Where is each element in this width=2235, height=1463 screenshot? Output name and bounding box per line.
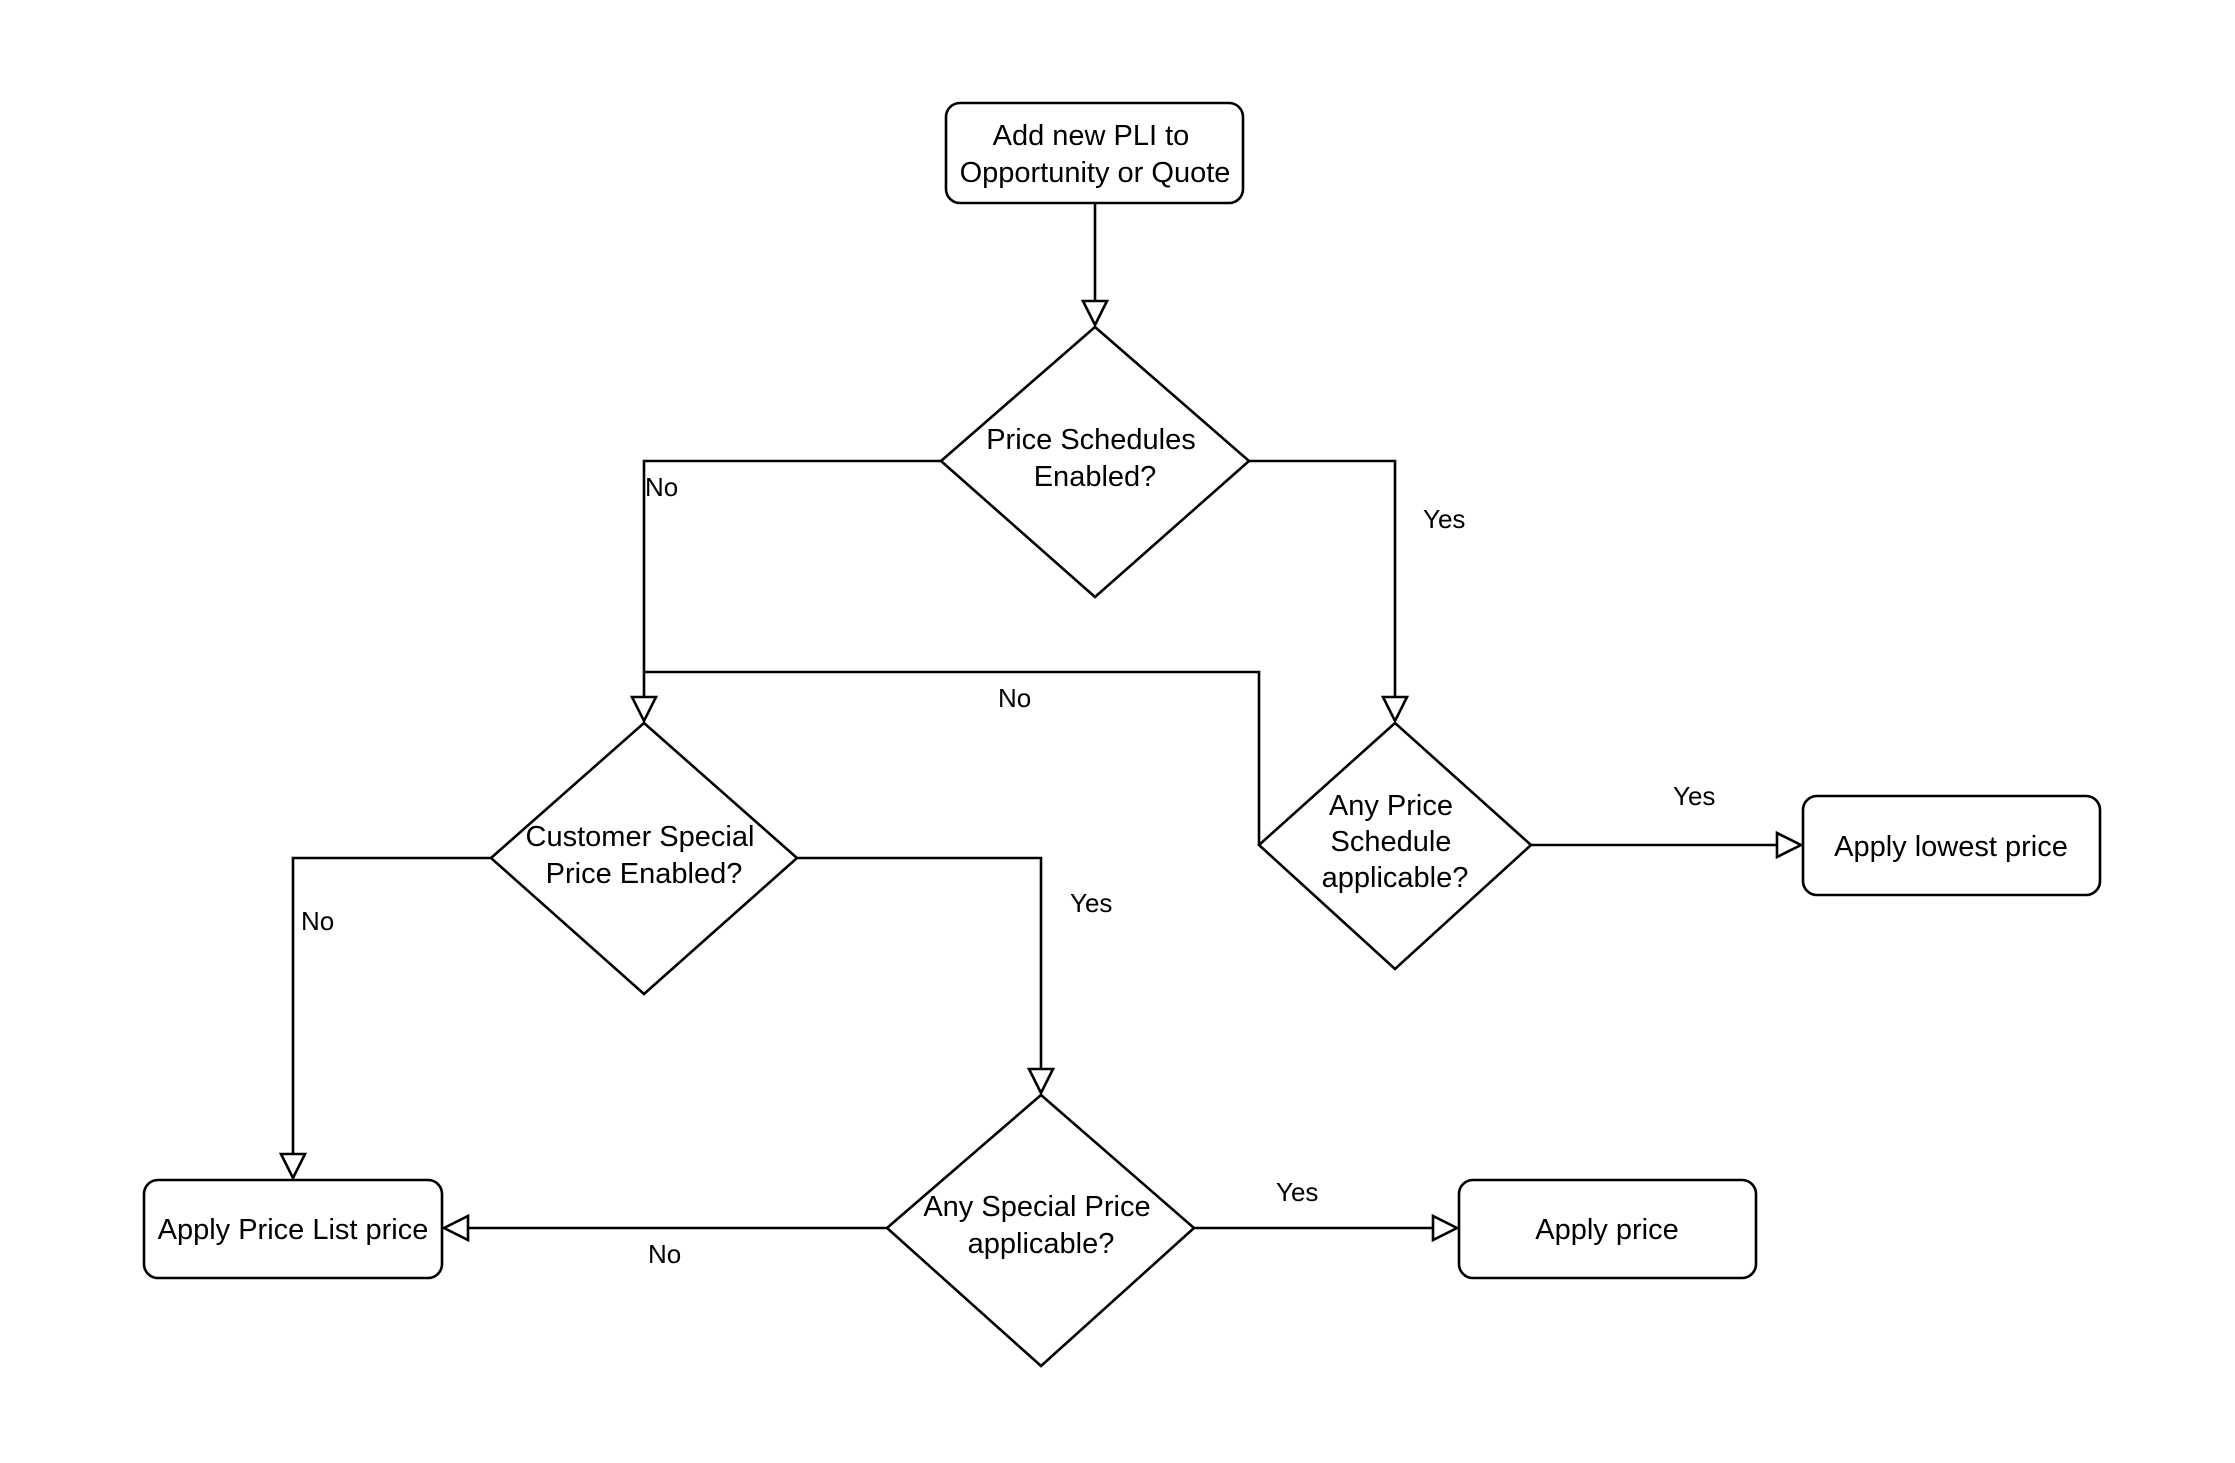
apply-price-list-price-label: Apply Price List price [158,1214,429,1246]
arrowhead [1026,1067,1056,1096]
arrowhead [629,695,659,724]
price-schedules-enabled-label: Price Schedules Enabled? [986,424,1204,493]
arrowhead [1380,695,1410,724]
apply-price-list-price-node: Apply Price List price [142,1178,444,1280]
edge-any-price-schedule-no [644,670,1261,845]
edge-label-schedule-applicable-yes: Yes [1673,781,1715,811]
arrowhead [1431,1213,1460,1243]
any-price-schedule-applicable-label: Any Price Schedule applicable? [1322,790,1469,894]
start-node-label: Add new PLI to Opportunity or Quote [960,120,1231,189]
apply-price-node: Apply price [1457,1178,1758,1280]
apply-price-label: Apply price [1535,1214,1678,1246]
arrowhead [278,1152,308,1181]
customer-special-price-enabled-label: Customer Special Price Enabled? [526,821,763,890]
edge-customer-special-no [291,856,491,1154]
edge-price-schedules-yes [1249,459,1397,697]
arrowhead [441,1213,470,1243]
edge-label-customer-special-no: No [301,906,334,936]
apply-lowest-price-label: Apply lowest price [1834,831,2068,863]
start-node: Add new PLI to Opportunity or Quote [944,101,1245,205]
arrowhead [1080,299,1110,328]
any-special-price-applicable-label: Any Special Price applicable? [923,1191,1158,1260]
edge-customer-special-yes [797,856,1043,1069]
edge-label-customer-special-yes: Yes [1070,888,1112,918]
edge-price-schedules-no [642,459,941,697]
customer-special-price-enabled-decision: Customer Special Price Enabled? [489,721,799,996]
edge-label-special-applicable-no: No [648,1239,681,1269]
arrowhead [1775,830,1804,860]
price-schedules-enabled-decision: Price Schedules Enabled? [939,325,1251,599]
edge-label-schedules-yes: Yes [1423,504,1465,534]
edge-label-special-applicable-yes: Yes [1276,1177,1318,1207]
any-price-schedule-applicable-decision: Any Price Schedule applicable? [1257,721,1533,971]
any-special-price-applicable-decision: Any Special Price applicable? [885,1093,1196,1368]
apply-lowest-price-node: Apply lowest price [1801,794,2102,897]
edge-label-schedules-no: No [645,472,678,502]
edge-label-schedule-applicable-no: No [998,683,1031,713]
